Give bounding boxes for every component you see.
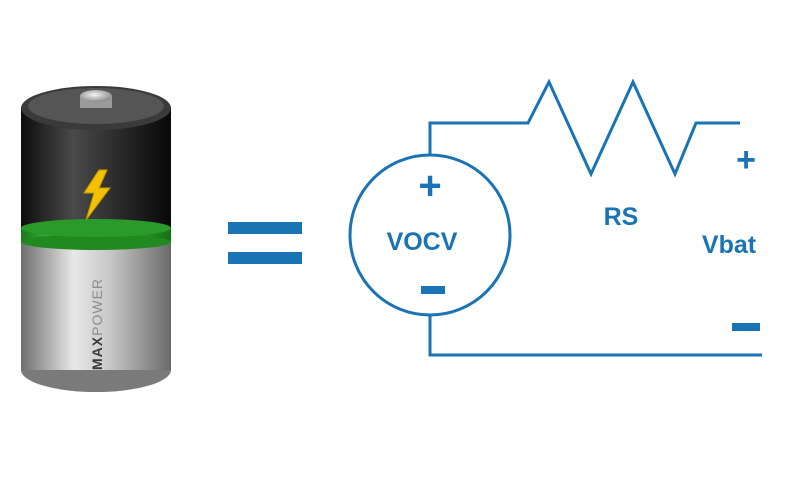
battery-illustration: MAXPOWER xyxy=(21,86,171,392)
output-label: Vbat xyxy=(702,231,757,259)
output-plus-sign: + xyxy=(736,141,756,179)
equals-icon xyxy=(228,222,302,264)
bottom-wire xyxy=(428,315,762,357)
lightning-bolt-icon xyxy=(83,169,111,221)
resistor-label: RS xyxy=(604,203,639,231)
battery-brand-label: MAXPOWER xyxy=(89,278,105,370)
source-minus-sign xyxy=(421,286,445,294)
voltage-source xyxy=(348,153,512,317)
equivalent-circuit xyxy=(348,78,762,357)
source-label: VOCV xyxy=(387,228,458,256)
output-minus-sign xyxy=(732,323,760,331)
top-wire xyxy=(428,78,740,178)
battery-body xyxy=(21,235,171,370)
source-plus-sign: + xyxy=(418,164,441,208)
